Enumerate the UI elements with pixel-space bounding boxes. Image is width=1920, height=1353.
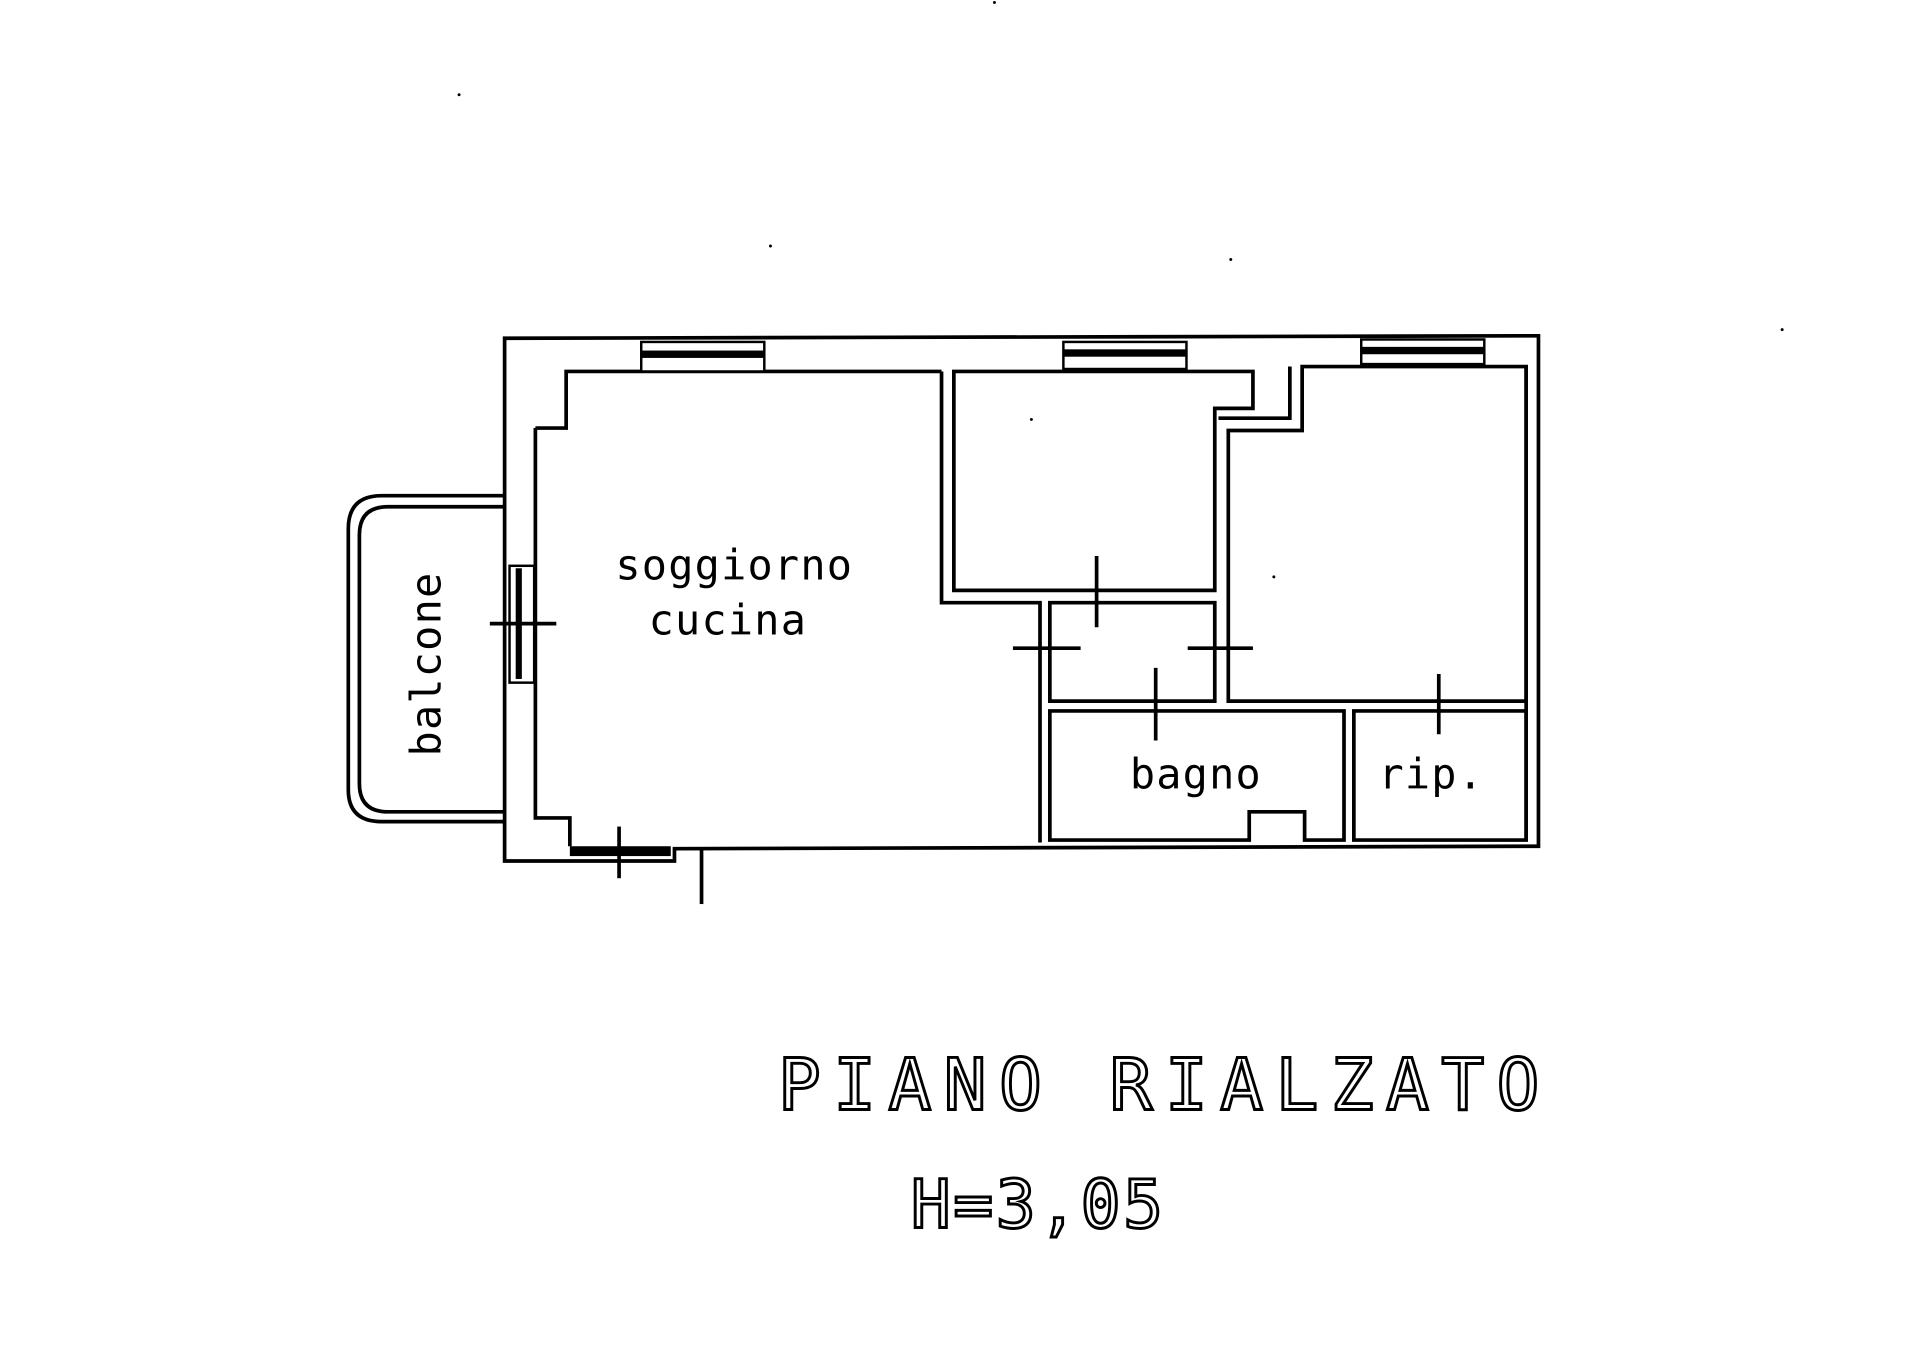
room-label-cucina: cucina xyxy=(649,596,808,645)
room-label-balcone: balcone xyxy=(402,572,451,757)
interior-walls xyxy=(939,364,1528,843)
room-label-bagno: bagno xyxy=(1130,749,1262,798)
ceiling-height: H=3,05 xyxy=(911,1166,1166,1244)
floor-title: PIANO RIALZATO xyxy=(778,1043,1552,1126)
scan-specks xyxy=(457,0,1784,579)
door-markers xyxy=(1012,555,1441,741)
room-label-ripostiglio: rip. xyxy=(1378,749,1484,798)
windows xyxy=(489,338,1486,905)
balcony xyxy=(346,493,505,824)
room-label-soggiorno: soggiorno xyxy=(615,540,853,589)
